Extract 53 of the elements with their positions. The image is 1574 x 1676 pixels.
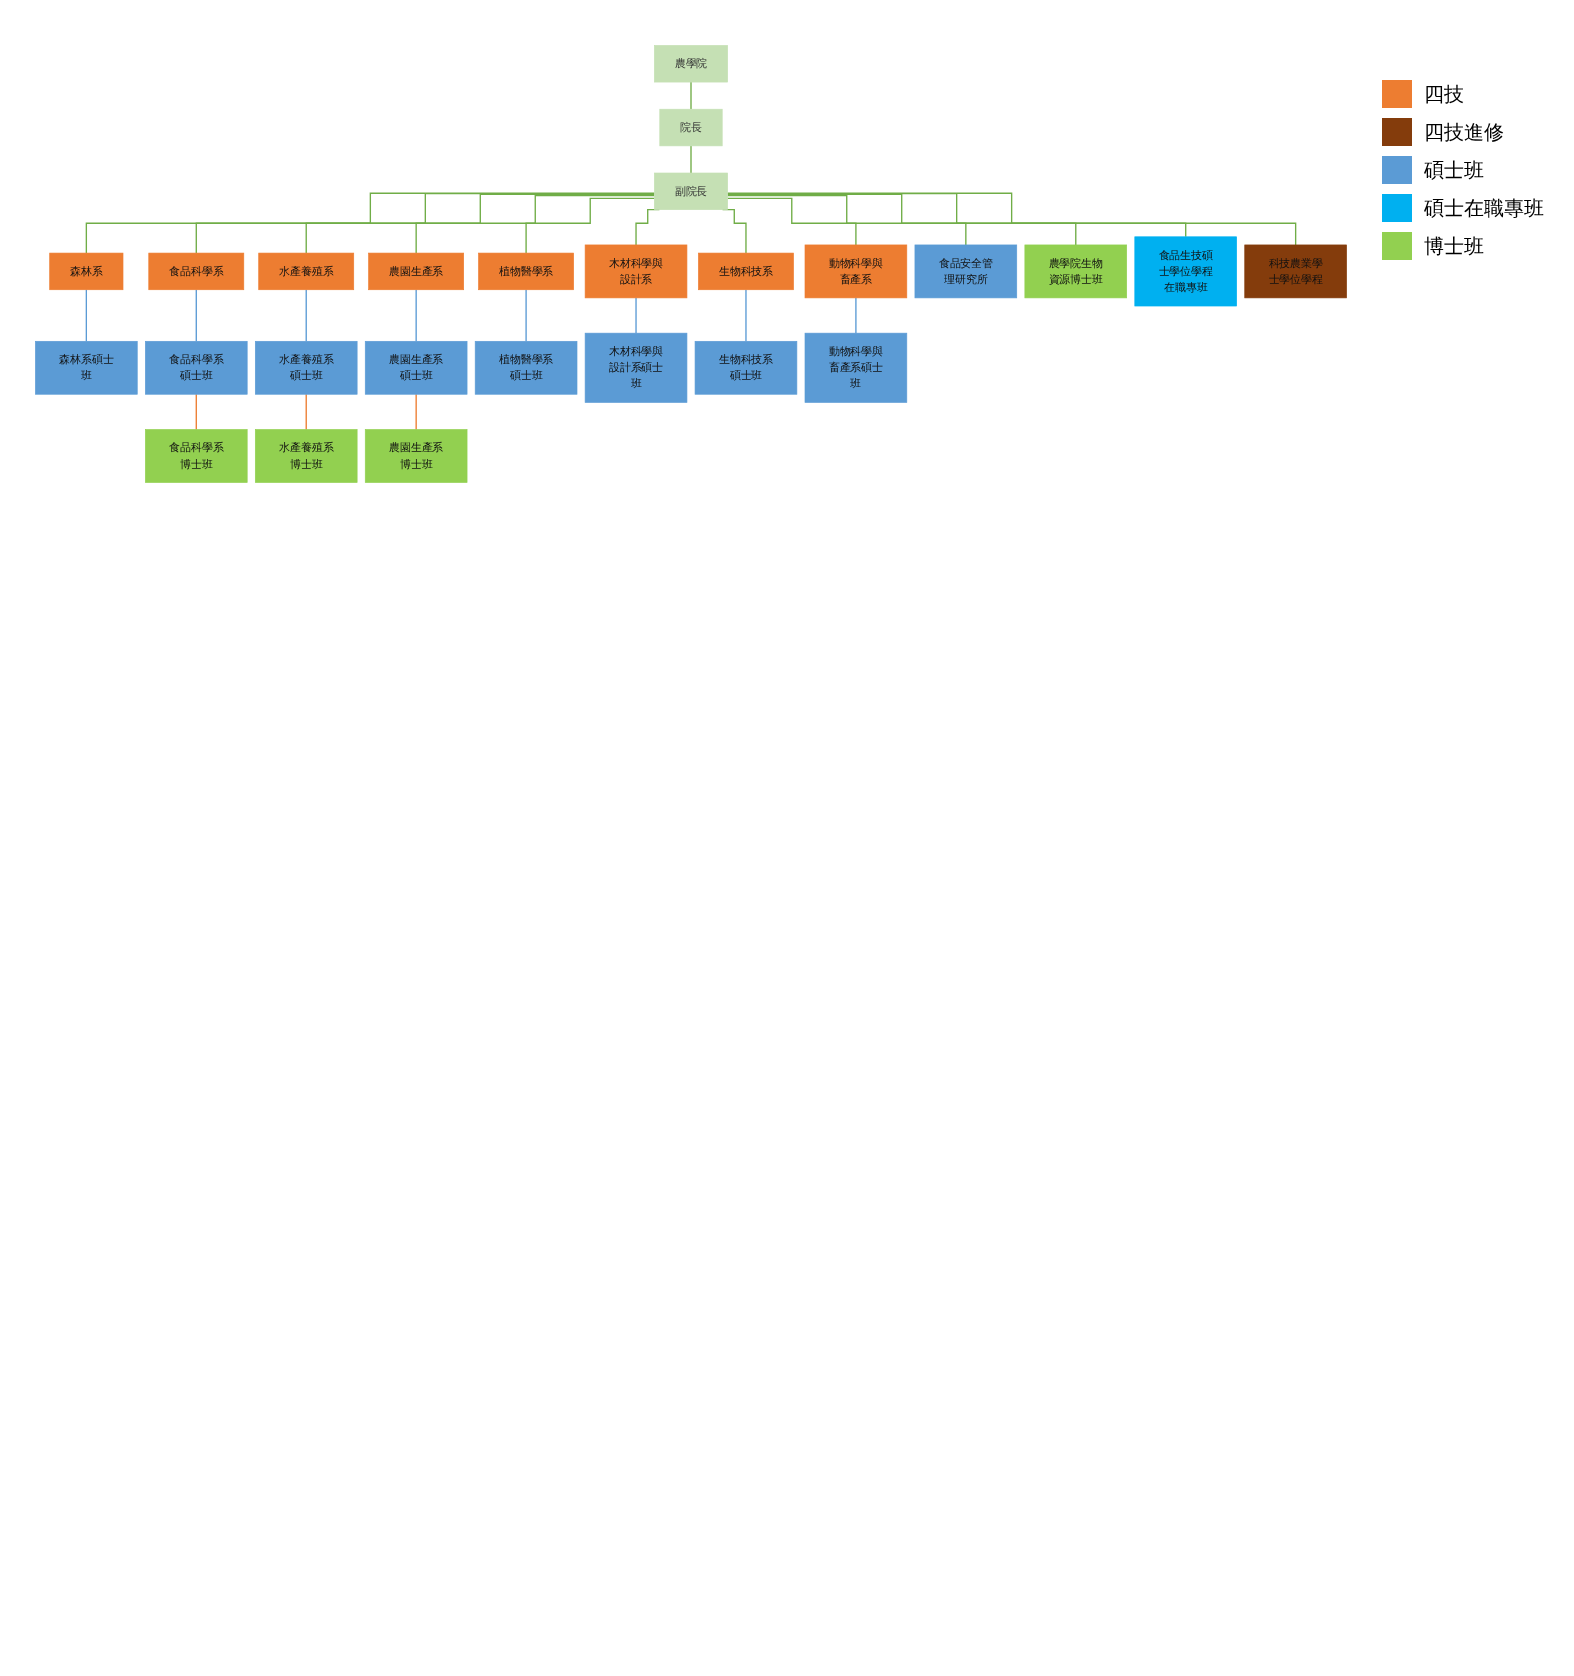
connector [525,197,656,254]
legend-label: 碩士班 [1424,156,1484,184]
legend-label: 四技 [1424,80,1464,108]
node-box: 生物科技系 [698,252,794,291]
node-box: 動物科學與畜產系 [804,244,908,299]
node-box: 食品科學系碩士班 [145,340,248,395]
connector [415,393,417,431]
connector [855,297,857,334]
node-box: 食品科學系 [148,252,245,291]
node-box: 木材科學與設計系碩士班 [584,332,688,403]
node-box: 農園生產系 [368,252,464,291]
node-box: 森林系碩士班 [35,340,138,395]
connector [305,289,307,342]
connector [195,193,656,254]
connector [690,81,692,110]
connector [635,297,637,334]
node-box: 農園生產系博士班 [364,429,468,483]
node-box: 食品生技碩士學位學程在職專班 [1134,236,1237,307]
node-box: 食品科學系博士班 [145,429,248,483]
connector [85,289,88,342]
node-box: 動物科學與畜產系碩士班 [804,332,908,403]
legend-label: 碩士在職專班 [1424,194,1544,222]
connector [690,145,692,174]
node-box: 植物醫學系碩士班 [474,340,578,395]
connector [415,289,417,342]
node-box: 農學院生物資源博士班 [1024,244,1127,299]
connector [726,197,857,246]
legend-label: 四技進修 [1424,118,1504,146]
connector [745,289,747,342]
connector [726,192,1297,246]
connector [195,393,197,431]
node-box: 生物科技系碩士班 [694,340,798,395]
node-box: 木材科學與設計系 [584,244,688,299]
node-box: 食品安全管理研究所 [914,244,1018,299]
legend-label: 博士班 [1424,232,1484,260]
connector [525,289,527,342]
node-box: 農學院 [654,45,728,83]
connector [85,192,656,254]
connector [726,194,967,246]
node-box: 植物醫學系 [478,252,574,291]
node-box: 森林系 [49,252,124,291]
connector [726,193,1077,246]
connector [415,194,656,254]
node-box: 副院長 [654,172,728,210]
node-box: 院長 [659,108,723,147]
connector [305,193,656,254]
node-box: 科技農業學士學位學程 [1244,244,1347,299]
node-box: 水產養殖系 [258,252,355,291]
node-box: 農園生產系碩士班 [364,340,468,395]
connector [305,393,307,431]
node-box: 水產養殖系碩士班 [255,340,358,395]
node-box: 水產養殖系博士班 [255,429,358,483]
connector [195,289,197,342]
